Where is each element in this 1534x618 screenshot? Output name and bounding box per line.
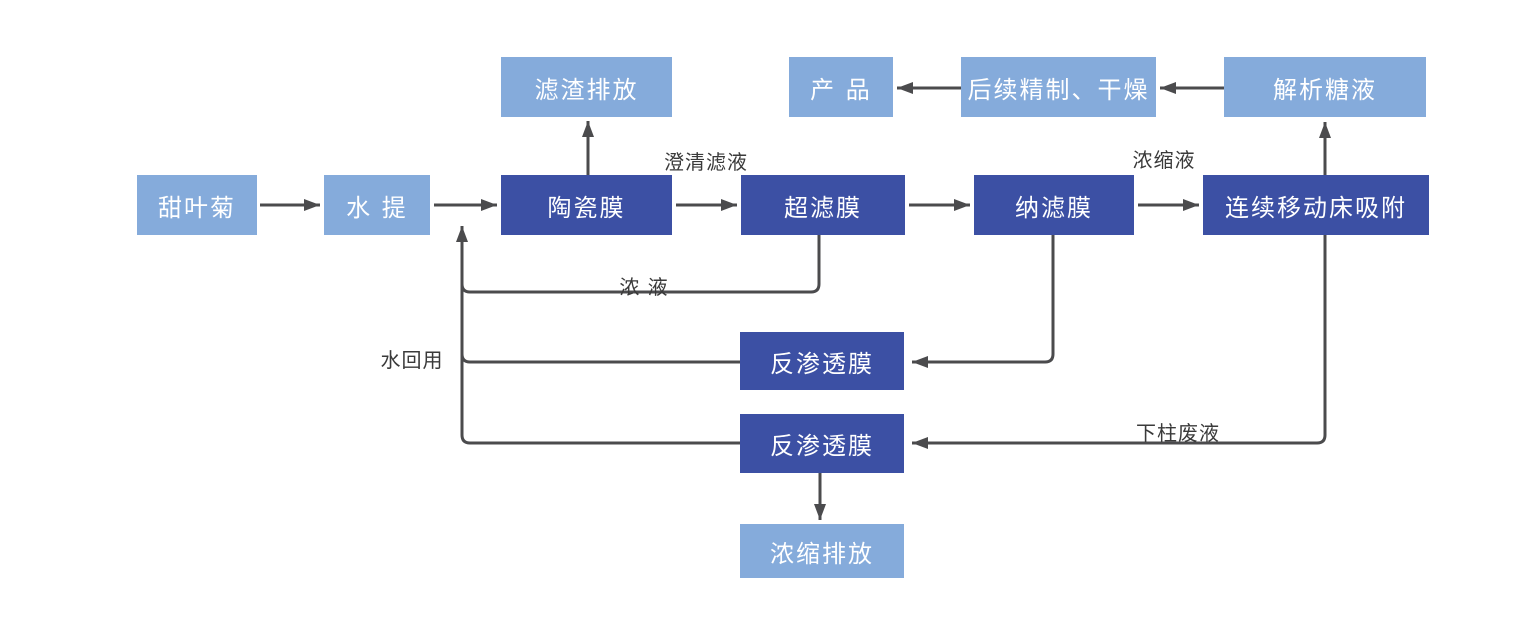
label-concentrate: 浓 液	[619, 275, 669, 299]
arrow-moving-bed-to-ro2	[912, 235, 1327, 449]
node-ultrafiltration-membrane: 超滤膜	[741, 175, 905, 235]
node-refining-drying: 后续精制、干燥	[961, 57, 1156, 117]
node-residue-discharge: 滤渣排放	[501, 57, 672, 117]
line-ro2-water-return	[460, 434, 740, 445]
node-stevia: 甜叶菊	[137, 175, 257, 235]
line-ro1-water-return	[460, 353, 740, 364]
node-nanofiltration-membrane: 纳滤膜	[974, 175, 1134, 235]
arrow-nanofiltration-to-ro1	[912, 235, 1055, 368]
node-reverse-osmosis-1: 反渗透膜	[740, 332, 904, 390]
node-reverse-osmosis-2: 反渗透膜	[740, 414, 904, 473]
node-desorbed-sugar-solution: 解析糖液	[1224, 57, 1426, 117]
label-clarified-filtrate: 澄清滤液	[664, 150, 748, 174]
node-continuous-moving-bed-adsorption: 连续移动床吸附	[1203, 175, 1429, 235]
node-water-extraction: 水 提	[324, 175, 430, 235]
label-concentrated-liquid: 浓缩液	[1132, 148, 1196, 172]
node-product: 产 品	[789, 57, 893, 117]
label-column-waste: 下柱废液	[1136, 421, 1220, 445]
label-water-reuse: 水回用	[380, 348, 444, 372]
node-ceramic-membrane: 陶瓷膜	[501, 175, 672, 235]
node-concentrate-discharge: 浓缩排放	[740, 524, 904, 578]
